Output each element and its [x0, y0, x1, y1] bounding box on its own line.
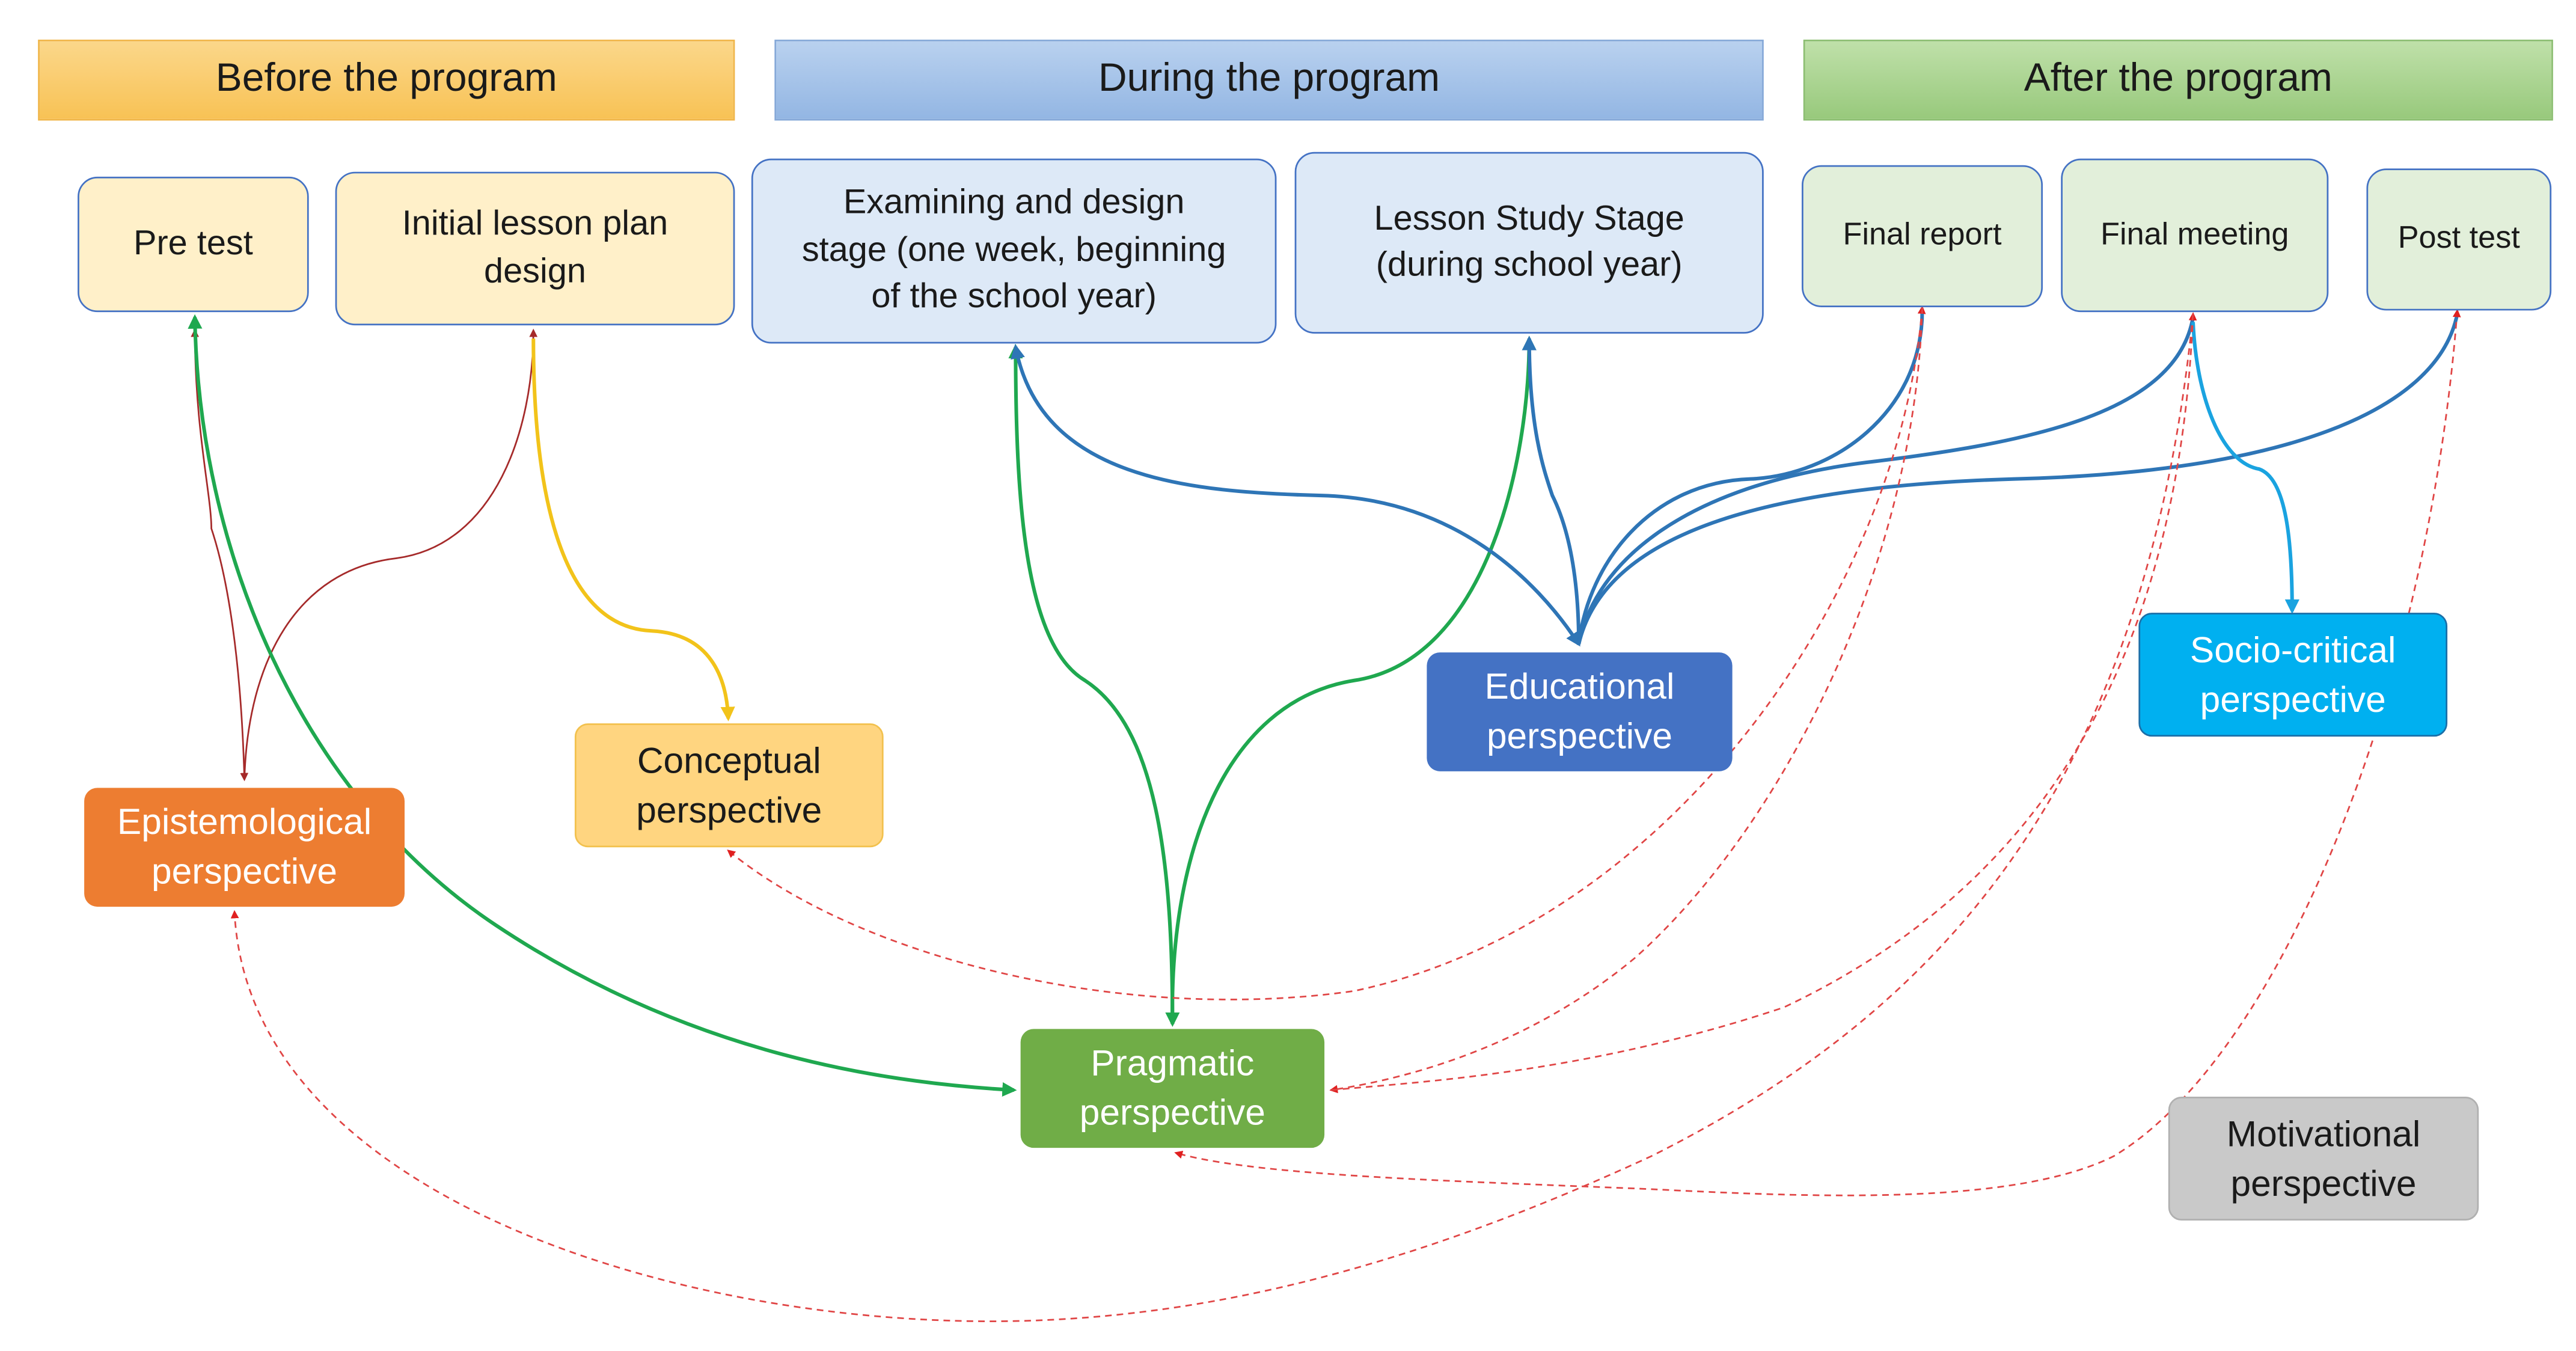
- perspective-conceptual-line1: Conceptual: [637, 740, 821, 781]
- dark-red-connectors: [191, 328, 538, 782]
- stage-examining-design-line3: of the school year): [871, 277, 1157, 316]
- link-finalreport-educational: [1577, 310, 1924, 645]
- link-posttest-educational: [1577, 313, 2459, 645]
- phase-header-after-label: After the program: [2024, 57, 2333, 102]
- perspective-pragmatic-line2: perspective: [1079, 1091, 1265, 1133]
- stage-final-report: Final report: [1801, 165, 2043, 307]
- link-examining-educational: [1011, 344, 1580, 647]
- link-finalmeeting-epistemological: [230, 313, 2194, 1322]
- perspective-motivational-line2: perspective: [2230, 1162, 2417, 1204]
- perspective-epistemological: Epistemological perspective: [84, 788, 405, 907]
- stage-lesson-study-line2: (during school year): [1375, 246, 1683, 284]
- stage-lesson-study: Lesson Study Stage (during school year): [1294, 152, 1764, 334]
- perspective-educational: Educational perspective: [1427, 652, 1733, 771]
- stage-initial-lesson-plan-line1: Initial lesson plan: [402, 205, 668, 244]
- stage-examining-design-line2: stage (one week, beginning: [801, 231, 1226, 269]
- perspective-educational-line2: perspective: [1486, 715, 1673, 757]
- link-pretest-epistemological: [191, 328, 249, 782]
- link-lessonstudy-educational: [1522, 335, 1581, 645]
- perspective-pragmatic: Pragmatic perspective: [1020, 1029, 1325, 1148]
- perspective-motivational: Motivational perspective: [2168, 1097, 2479, 1221]
- stage-post-test-label: Post test: [2397, 221, 2520, 257]
- link-pretest-pragmatic: [188, 314, 1017, 1097]
- perspective-motivational-line1: Motivational: [2226, 1112, 2421, 1154]
- stage-final-report-label: Final report: [1843, 218, 2002, 253]
- stage-pre-test-label: Pre test: [133, 224, 253, 263]
- dashed-connectors: [230, 305, 2461, 1322]
- perspective-pragmatic-line1: Pragmatic: [1091, 1043, 1255, 1084]
- blue-connectors: [1011, 310, 2459, 647]
- stage-post-test: Post test: [2366, 168, 2552, 311]
- perspective-conceptual-line2: perspective: [636, 788, 822, 830]
- stage-initial-lesson-plan: Initial lesson plan design: [335, 171, 735, 326]
- perspective-epistemological-line2: perspective: [151, 850, 338, 892]
- link-lessonplan-epistemological: [243, 328, 538, 780]
- phase-header-before: Before the program: [38, 39, 735, 121]
- link-finalmeeting-sociocritical: [2191, 322, 2299, 614]
- stage-pre-test: Pre test: [78, 176, 309, 313]
- link-examining-pragmatic: [1008, 344, 1180, 1027]
- stage-initial-lesson-plan-line2: design: [483, 251, 587, 290]
- link-finalmeeting-educational: [1577, 316, 2195, 645]
- perspective-conceptual: Conceptual perspective: [574, 723, 884, 848]
- phase-header-after: After the program: [1803, 39, 2553, 121]
- phase-header-during-label: During the program: [1098, 57, 1440, 102]
- link-finalreport-conceptual: [727, 305, 1926, 1000]
- perspective-socio-critical-line2: perspective: [2200, 678, 2386, 720]
- perspective-epistemological-line1: Epistemological: [117, 801, 372, 843]
- phase-header-during: During the program: [774, 39, 1764, 121]
- perspective-socio-critical-line1: Socio-critical: [2189, 629, 2396, 670]
- link-lessonplan-conceptual: [531, 339, 735, 721]
- stage-examining-design: Examining and design stage (one week, be…: [751, 158, 1277, 344]
- phase-header-before-label: Before the program: [215, 57, 557, 102]
- link-posttest-pragmatic: [1174, 308, 2461, 1196]
- stage-final-meeting: Final meeting: [2061, 158, 2329, 313]
- stage-examining-design-line1: Examining and design: [843, 184, 1185, 222]
- green-connectors: [188, 314, 1537, 1097]
- perspective-educational-line1: Educational: [1484, 666, 1675, 708]
- stage-lesson-study-line1: Lesson Study Stage: [1374, 199, 1684, 237]
- perspective-socio-critical: Socio-critical perspective: [2138, 613, 2448, 737]
- stage-final-meeting-label: Final meeting: [2100, 217, 2289, 253]
